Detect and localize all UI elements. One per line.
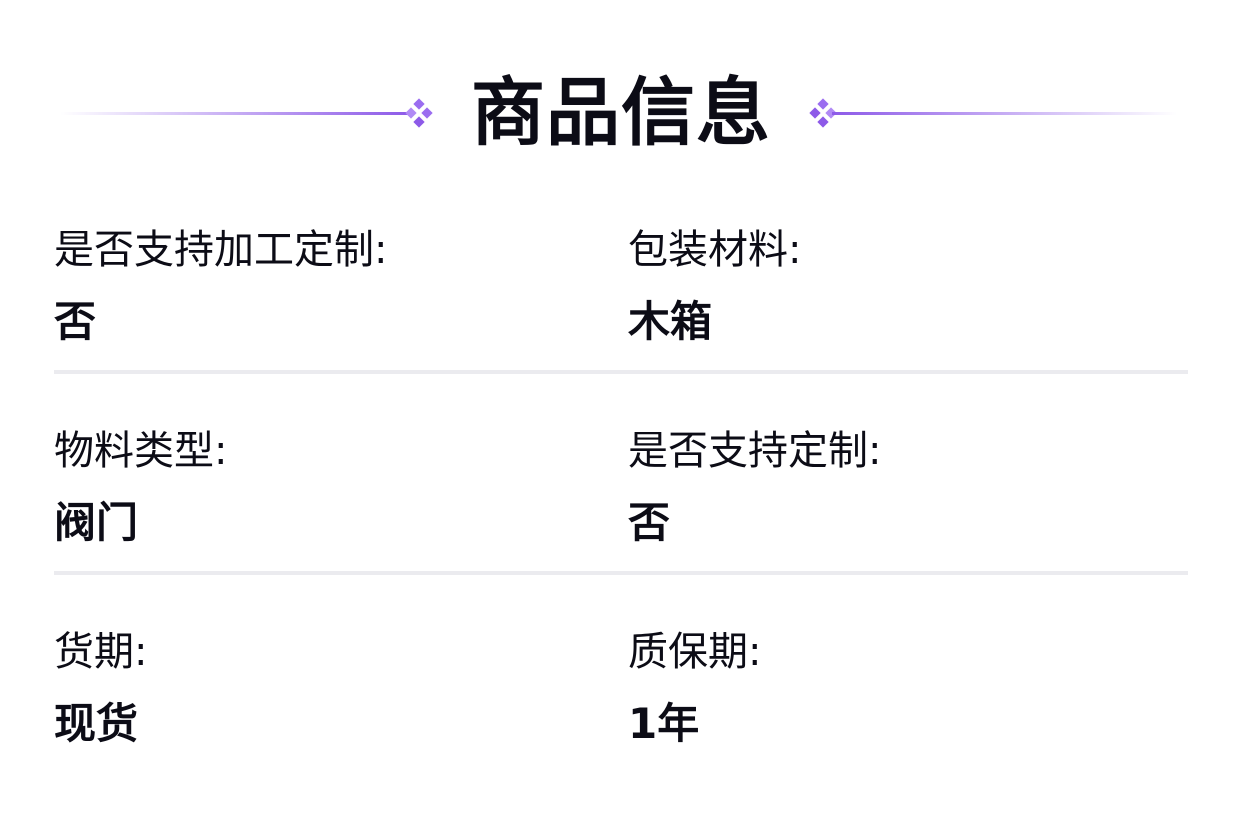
row-divider xyxy=(54,370,1188,374)
info-item-delivery-time: 货期: 现货 xyxy=(54,624,574,752)
info-label: 货期: xyxy=(54,629,148,675)
diamond-cluster-icon xyxy=(405,98,433,128)
info-label: 物料类型: xyxy=(54,428,228,474)
product-info-grid: 是否支持加工定制: 否 包装材料: 木箱 物料类型: 阀门 是否支持定制: 否 … xyxy=(54,200,1188,803)
info-label: 是否支持定制: xyxy=(628,428,882,474)
info-value: 1年 xyxy=(628,699,700,748)
info-item-material-type: 物料类型: 阀门 xyxy=(54,423,574,551)
row-divider xyxy=(54,571,1188,575)
info-item-custom-processing: 是否支持加工定制: 否 xyxy=(54,222,574,350)
info-row: 是否支持加工定制: 否 包装材料: 木箱 xyxy=(54,200,1188,401)
info-row: 货期: 现货 质保期: 1年 xyxy=(54,602,1188,803)
section-header: 商品信息 xyxy=(0,70,1242,156)
info-row: 物料类型: 阀门 是否支持定制: 否 xyxy=(54,401,1188,602)
info-item-packaging-material: 包装材料: 木箱 xyxy=(628,222,1148,350)
info-label: 质保期: xyxy=(628,629,762,675)
info-label: 是否支持加工定制: xyxy=(54,227,388,273)
info-item-warranty: 质保期: 1年 xyxy=(628,624,1148,752)
info-value: 阀门 xyxy=(54,498,139,547)
info-label: 包装材料: xyxy=(628,227,802,273)
header-decoration-line-right xyxy=(832,112,1177,115)
info-value: 现货 xyxy=(54,699,139,748)
section-title: 商品信息 xyxy=(471,70,771,156)
info-item-customization: 是否支持定制: 否 xyxy=(628,423,1148,551)
info-value: 否 xyxy=(628,498,671,547)
header-decoration-line-left xyxy=(60,112,410,115)
info-value: 否 xyxy=(54,297,97,346)
info-value: 木箱 xyxy=(628,297,713,346)
diamond-cluster-icon xyxy=(809,98,837,128)
